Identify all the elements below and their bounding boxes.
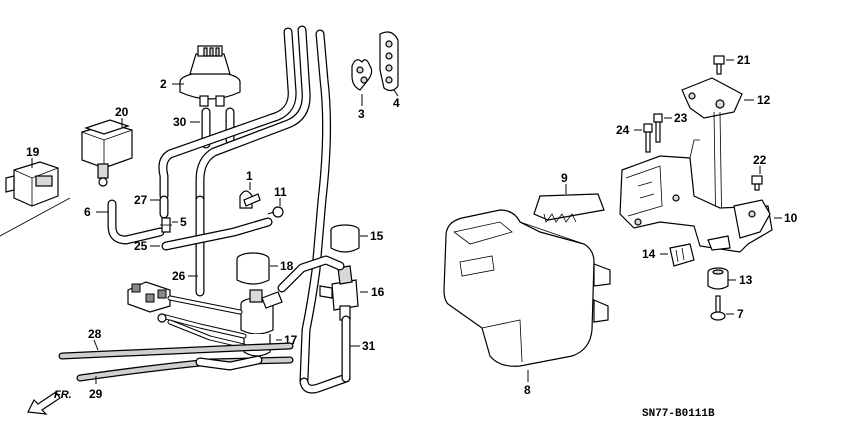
label-20: 20 [115,105,129,119]
label-4: 4 [393,96,400,110]
part-2-valve [179,45,241,107]
part-21-bolt [713,55,725,75]
label-16: 16 [371,285,385,299]
label-5: 5 [180,215,187,229]
label-21: 21 [737,53,751,67]
part-9-bracket [533,193,605,223]
label-13: 13 [739,273,753,287]
label-6: 6 [84,205,91,219]
part-16-solenoid-valve [319,265,359,321]
label-8: 8 [524,383,531,397]
part-13-mount [707,267,729,290]
label-1: 1 [246,169,253,183]
label-12: 12 [757,93,771,107]
label-14: 14 [642,247,656,261]
label-7: 7 [737,307,744,321]
label-9: 9 [561,171,568,185]
label-22: 22 [753,153,767,167]
label-26: 26 [172,269,186,283]
wire-harness-connector [127,281,171,313]
label-23: 23 [674,111,688,125]
label-30: 30 [173,115,187,129]
label-11: 11 [274,185,287,199]
label-29: 29 [89,387,103,401]
label-3: 3 [358,107,365,121]
part-15-cap [330,224,360,253]
label-27: 27 [134,193,148,207]
label-15: 15 [370,229,384,243]
label-2: 2 [160,77,167,91]
part-18-cap [236,252,270,285]
part-5-connector [160,217,172,233]
label-28: 28 [88,327,102,341]
direction-label: FR. [54,389,72,401]
front-direction-arrow-icon [27,391,61,415]
part-14-grommet [669,243,695,267]
part-23-bolt [653,113,663,143]
part-11-bolt [267,206,284,218]
part-8-cover [443,209,611,367]
part-7-bolt [710,295,726,321]
part-12-upper-bracket [681,77,743,241]
diagram-code: SN77-B0111B [642,408,715,420]
label-24: 24 [616,123,630,137]
part-4-clamp [379,31,399,92]
label-19: 19 [26,145,40,159]
part-3-clamp [351,59,373,91]
label-25: 25 [134,239,148,253]
part-20-map-sensor [81,119,133,187]
part-22-bolt [751,175,763,191]
label-18: 18 [280,259,294,273]
label-10: 10 [784,211,798,225]
part-19-sensor [5,161,59,207]
section-divider [0,197,71,237]
label-31: 31 [362,339,376,353]
part-10-main-bracket [619,139,773,253]
part-24-bolt [643,123,653,153]
part-1-clip [239,190,261,209]
